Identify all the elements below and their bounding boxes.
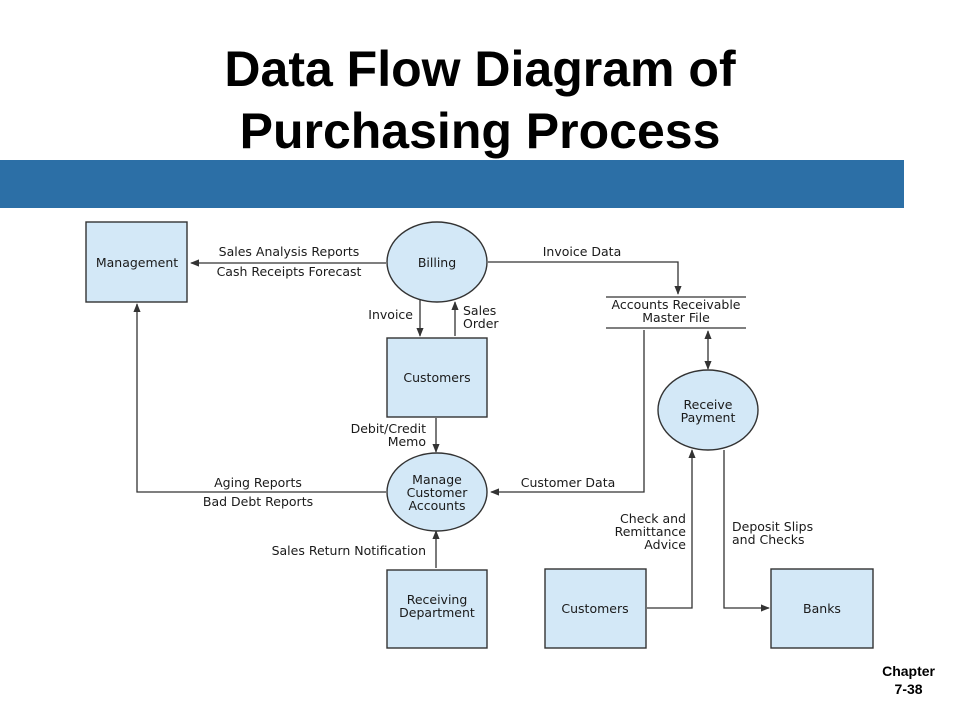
manage-accounts-label-3: Accounts [409, 498, 466, 513]
banks-label: Banks [803, 601, 841, 616]
receiving-label-1: Receiving [407, 592, 468, 607]
flow-customer-data [490, 330, 645, 496]
flow-label-check-remit-3: Advice [644, 537, 686, 552]
receive-payment-process [657, 369, 759, 451]
billing-label: Billing [418, 255, 456, 270]
management-label: Management [96, 255, 178, 270]
customers-entity-bottom [544, 568, 647, 649]
receive-payment-label-1: Receive [684, 397, 733, 412]
flow-label-deposit-1: Deposit Slips [732, 519, 813, 534]
flow-label-invoice: Invoice [368, 307, 413, 322]
billing-process [386, 221, 488, 303]
flow-deposit-slips [723, 450, 770, 612]
title-line-1: Data Flow Diagram of [224, 41, 736, 97]
flow-label-sales-order-2: Order [463, 316, 499, 331]
receiving-label-2: Department [399, 605, 475, 620]
customers-bottom-label: Customers [561, 601, 628, 616]
customers-top-label: Customers [403, 370, 470, 385]
flow-invoice-data [488, 261, 682, 295]
manage-accounts-label-2: Customer [407, 485, 469, 500]
flow-label-debit-credit-1: Debit/Credit [351, 421, 427, 436]
header-band [0, 160, 904, 208]
receiving-entity [386, 569, 488, 649]
flow-label-invoice-data: Invoice Data [543, 244, 622, 259]
chapter-label: Chapter 7-38 [882, 662, 935, 698]
flow-label-check-remit-1: Check and [620, 511, 686, 526]
flow-aging-bad-debt [133, 303, 386, 493]
manage-accounts-process [386, 452, 488, 532]
flow-label-debit-credit-2: Memo [388, 434, 426, 449]
flow-label-sales-return: Sales Return Notification [272, 543, 426, 558]
ar-store-label-1: Accounts Receivable [612, 297, 741, 312]
page-title: Data Flow Diagram of Purchasing Process [0, 38, 960, 162]
flow-label-deposit-2: and Checks [732, 532, 804, 547]
customers-entity-top [386, 337, 488, 418]
flow-label-check-remit-2: Remittance [615, 524, 687, 539]
flow-label-bad-debt: Bad Debt Reports [203, 494, 313, 509]
flow-label-customer-data: Customer Data [521, 475, 616, 490]
receive-payment-label-2: Payment [681, 410, 736, 425]
chapter-label-2: 7-38 [894, 681, 923, 697]
flow-check-remittance [647, 449, 696, 609]
management-entity [85, 221, 188, 303]
title-line-2: Purchasing Process [239, 103, 721, 159]
flow-label-sales-analysis: Sales Analysis Reports [219, 244, 360, 259]
flow-label-cash-receipts: Cash Receipts Forecast [217, 264, 362, 279]
banks-entity [770, 568, 874, 649]
flow-label-sales-order-1: Sales [463, 303, 496, 318]
manage-accounts-label-1: Manage [412, 472, 462, 487]
ar-store-label-2: Master File [642, 310, 710, 325]
flow-label-aging: Aging Reports [214, 475, 302, 490]
chapter-label-1: Chapter [882, 663, 935, 679]
